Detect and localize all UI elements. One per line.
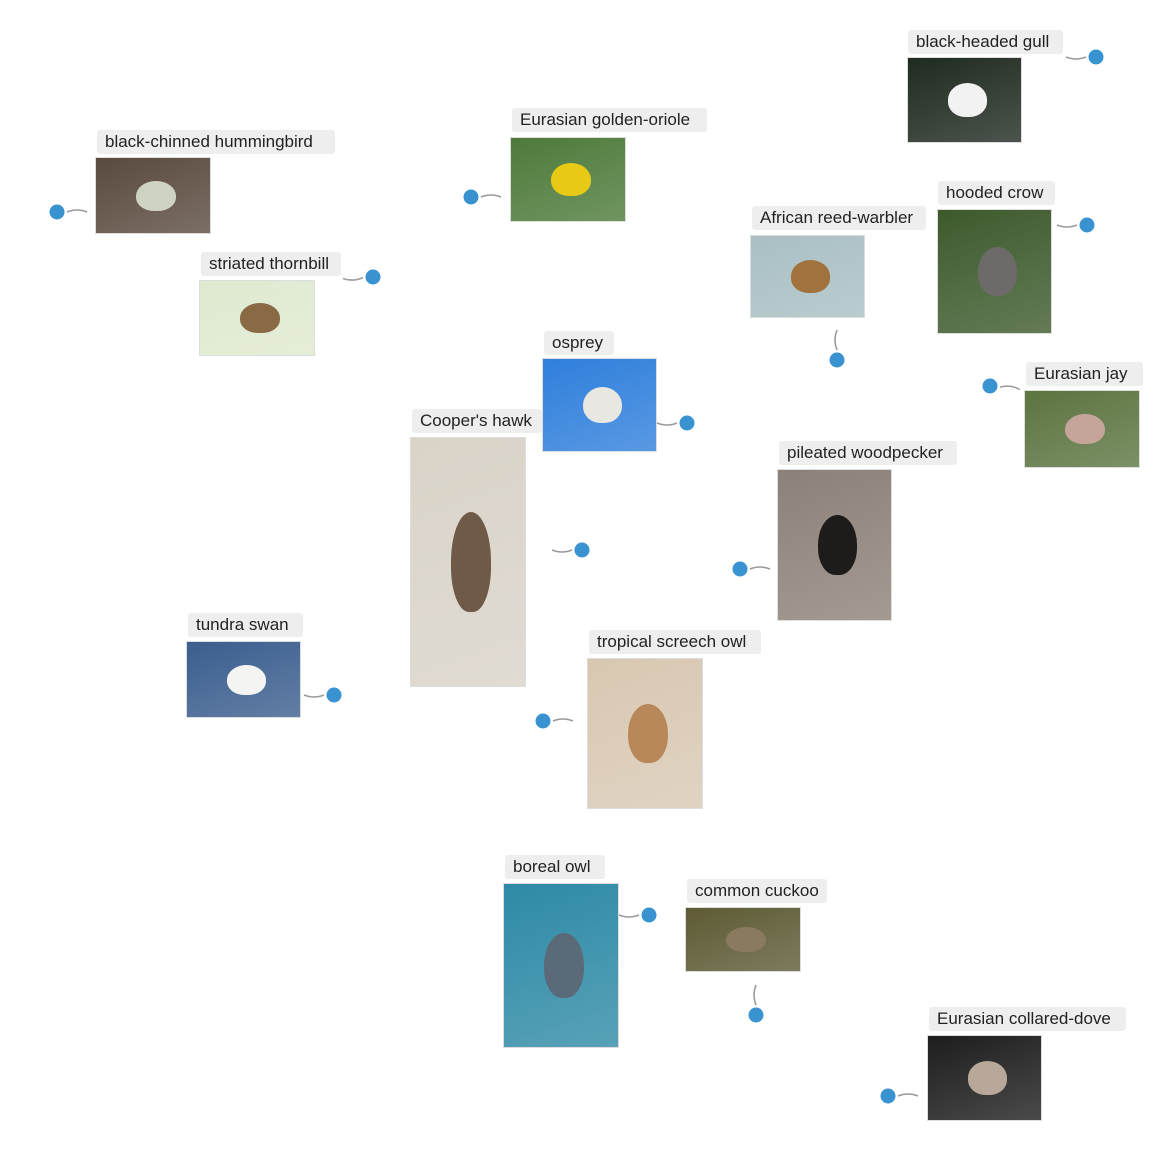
bird-icon [239,303,280,333]
bird-thumbnail[interactable] [587,658,703,809]
connector-line [897,1093,919,1097]
bird-thumbnail[interactable] [1024,390,1140,468]
bird-icon [977,246,1018,297]
bird-icon [450,512,491,612]
bird-icon [967,1061,1008,1095]
data-point[interactable] [1088,49,1104,65]
point-label: common cuckoo [687,879,827,903]
point-label: hooded crow [938,181,1055,205]
bird-icon [1064,413,1105,445]
bird-icon [582,386,623,424]
data-point[interactable] [1079,217,1095,233]
point-label: striated thornbill [201,252,341,276]
connector-line [999,385,1021,391]
connector-line [618,914,640,918]
bird-thumbnail[interactable] [937,209,1052,334]
point-label: boreal owl [505,855,605,879]
data-point[interactable] [326,687,342,703]
data-point[interactable] [829,352,845,368]
point-label: osprey [544,331,614,355]
connector-line [749,566,771,570]
connector-line [834,329,838,351]
point-label: black-headed gull [908,30,1063,54]
data-point[interactable] [732,561,748,577]
bird-icon [627,703,668,764]
point-label: tropical screech owl [589,630,761,654]
data-point[interactable] [982,378,998,394]
bird-icon [226,664,267,695]
data-point[interactable] [365,269,381,285]
data-point[interactable] [641,907,657,923]
connector-line [1065,56,1087,60]
connector-line [753,984,757,1006]
point-label: Eurasian jay [1026,362,1143,386]
connector-line [656,422,678,426]
bird-thumbnail[interactable] [927,1035,1042,1121]
bird-icon [135,180,176,211]
data-point[interactable] [49,204,65,220]
bird-thumbnail[interactable] [777,469,892,621]
data-point[interactable] [463,189,479,205]
connector-line [342,276,364,281]
data-point[interactable] [880,1088,896,1104]
bird-thumbnail[interactable] [186,641,301,718]
point-label: Eurasian collared-dove [929,1007,1126,1031]
point-label: Eurasian golden-oriole [512,108,707,132]
bird-icon [817,515,858,575]
connector-line [551,549,573,553]
bird-thumbnail[interactable] [510,137,626,222]
connector-line [480,194,502,198]
point-label: pileated woodpecker [779,441,957,465]
bird-thumbnail[interactable] [410,437,526,687]
data-point[interactable] [748,1007,764,1023]
bird-thumbnail[interactable] [685,907,801,972]
bird-thumbnail[interactable] [750,235,865,318]
connector-line [303,694,325,698]
bird-thumbnail[interactable] [503,883,619,1048]
point-label: Cooper's hawk [412,409,542,433]
connector-line [1056,224,1078,228]
point-label: black-chinned hummingbird [97,130,335,154]
bird-thumbnail[interactable] [95,157,211,234]
bird-icon [543,932,584,999]
data-point[interactable] [679,415,695,431]
connector-line [552,718,574,722]
bird-thumbnail[interactable] [199,280,315,356]
point-label: tundra swan [188,613,303,637]
connector-line [66,209,88,213]
data-point[interactable] [574,542,590,558]
bird-icon [790,260,831,293]
bird-icon [725,926,766,953]
bird-icon [550,162,591,197]
data-point[interactable] [535,713,551,729]
point-label: African reed-warbler [752,206,926,230]
bird-icon [947,83,988,117]
bird-thumbnail[interactable] [907,57,1022,143]
bird-thumbnail[interactable] [542,358,657,452]
